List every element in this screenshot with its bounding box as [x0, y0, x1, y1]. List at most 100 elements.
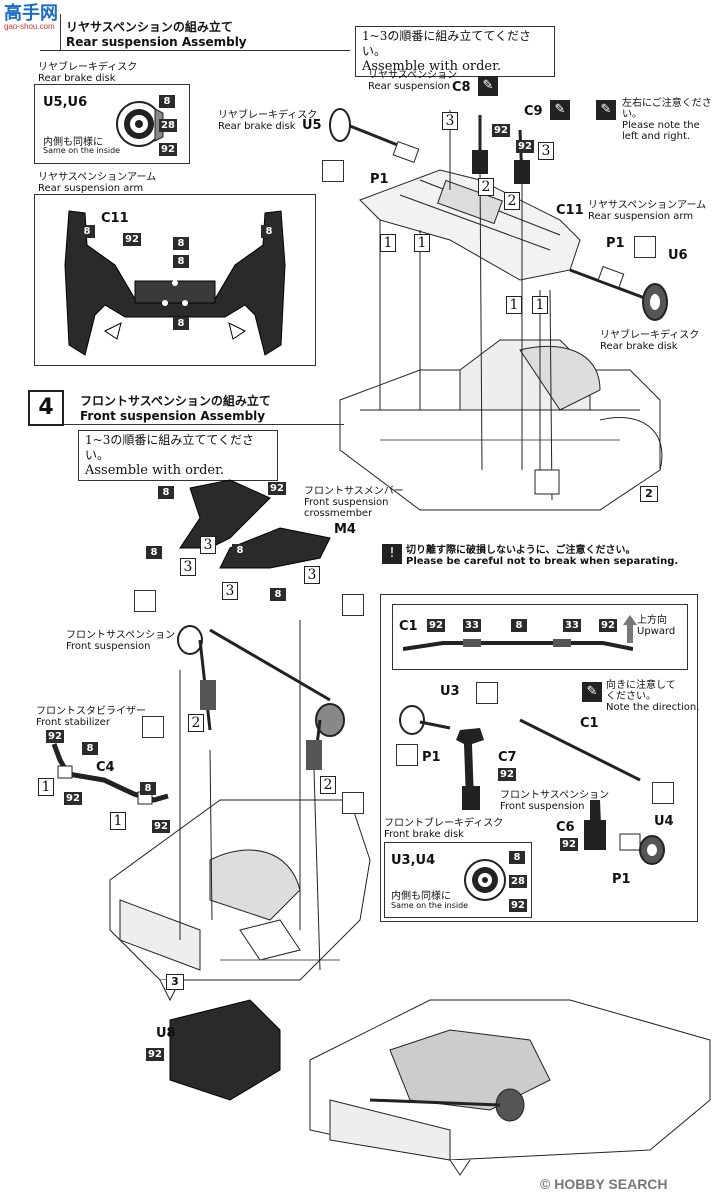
rear-disk-parts: U5,U6	[43, 95, 88, 110]
badge-8: 8	[140, 782, 156, 795]
front-disk-parts: U3,U4	[391, 853, 436, 868]
arm-callout-en: Rear suspension arm	[588, 211, 694, 222]
badge-92: 92	[64, 792, 82, 805]
step4-header-rule	[64, 424, 344, 425]
front-susp2-en: Front suspension	[500, 801, 585, 812]
up-arrow-shaft	[627, 625, 633, 643]
watermark-logo: 高手网 gao-shou.com	[4, 4, 58, 31]
badge-92: 92	[146, 1048, 164, 1061]
step4-title-jp: フロントサスペンションの組み立て	[80, 394, 271, 408]
badge-8: 8	[82, 742, 98, 755]
rear-disk-callout: リヤブレーキディスク Rear brake disk	[600, 330, 699, 352]
c1-badge-92b: 92	[599, 619, 617, 632]
no-glue-icon	[322, 160, 344, 182]
front-disk-badge-28: 28	[509, 875, 527, 888]
step4-order-note: 1~3の順番に組み立ててください。 Assemble with order.	[78, 430, 278, 481]
part-c8: C8	[452, 80, 471, 95]
hobby-search-watermark: © HOBBY SEARCH	[540, 1176, 668, 1192]
part-c6: C6	[556, 820, 575, 835]
careful-en: Please be careful not to break when sepa…	[406, 556, 679, 567]
ref-step-2: 2	[640, 486, 658, 502]
stabilizer-label: フロントスタビライザー Front stabilizer	[36, 706, 146, 728]
crossmember-jp: フロントサスメンバー	[304, 486, 404, 497]
caution-jp: 左右にご注意ください。	[622, 98, 712, 120]
front-disk-inside-jp: 内側も同様に	[391, 891, 451, 902]
front-disk-drawing	[464, 859, 506, 901]
rear-arm-drawing	[64, 210, 286, 356]
rear-arm-callout: リヤサスペンションアーム Rear suspension arm	[588, 200, 706, 222]
rear-arm-badge-c: 8	[173, 237, 189, 250]
front-disk-label: フロントブレーキディスク Front brake disk	[384, 818, 503, 840]
front-susp2-jp: フロントサスペンション	[500, 790, 610, 801]
rear-disk-badge-92: 92	[159, 143, 177, 156]
no-glue-icon	[396, 744, 418, 766]
rear-arm-label-jp: リヤサスペンションアーム	[38, 172, 157, 183]
step3-order-jp: 1~3の順番に組み立ててください。	[362, 29, 531, 58]
badge-92: 92	[492, 124, 510, 137]
brand-name: HOBBY SEARCH	[554, 1176, 668, 1192]
final-assembly-drawing	[169, 999, 711, 1176]
rear-arm-badge-a: 8	[79, 225, 95, 238]
no-glue-icon	[634, 236, 656, 258]
part-c9: C9	[524, 104, 543, 119]
part-u5: U5	[302, 118, 322, 133]
front-disk-en: Front brake disk	[384, 829, 464, 840]
rear-disk-badge-8: 8	[159, 95, 175, 108]
direction-en: Note the direction.	[606, 702, 700, 713]
part-m4: M4	[334, 522, 356, 537]
front-disk-badge-92: 92	[509, 899, 527, 912]
order-1: 1	[506, 296, 522, 314]
rear-susp-label: リヤサスペンション Rear suspension	[368, 70, 457, 92]
rear-arm-label-en: Rear suspension arm	[38, 183, 144, 194]
order-3: 3	[222, 582, 238, 600]
no-glue-icon	[476, 682, 498, 704]
watermark-logo-text: 高手网	[4, 3, 58, 23]
c1-badge-33b: 33	[563, 619, 581, 632]
crossmember-label: フロントサスメンバー Front suspension crossmember	[304, 486, 404, 519]
copyright-mark: ©	[540, 1176, 551, 1192]
rear-arm-label: リヤサスペンションアーム Rear suspension arm	[38, 172, 156, 194]
c1-badge-8: 8	[511, 619, 527, 632]
careful-jp: 切り離す際に破損しないように、ご注意ください。	[406, 545, 636, 556]
stabilizer-en: Front stabilizer	[36, 717, 110, 728]
caution-glue-icon: ✎	[596, 100, 616, 120]
careful-note: 切り離す際に破損しないように、ご注意ください。 Please be carefu…	[406, 545, 678, 567]
front-disk-box: U3,U4 内側も同様に Same on the inside 8 28 92	[384, 842, 532, 918]
part-p1: P1	[422, 750, 441, 765]
rear-disk-label-en: Rear brake disk	[38, 73, 116, 84]
stabilizer-drawing	[51, 743, 169, 805]
badge-92: 92	[560, 838, 578, 851]
rear-disk-label-jp: リヤブレーキディスク	[38, 62, 138, 73]
left-right-caution: 左右にご注意ください。 Please note the left and rig…	[622, 98, 728, 142]
ref-step-3: 3	[166, 974, 184, 990]
part-u3: U3	[440, 684, 460, 699]
front-disk-inside-en: Same on the inside	[391, 901, 469, 910]
part-u4: U4	[654, 814, 674, 829]
badge-8: 8	[158, 486, 174, 499]
badge-8: 8	[146, 546, 162, 559]
c1-badge-92: 92	[427, 619, 445, 632]
rear-arm-badge-f: 8	[173, 317, 189, 330]
order-2: 2	[504, 192, 520, 210]
front-detail-drawing	[399, 705, 665, 865]
watermark-url: gao-shou.com	[4, 22, 55, 31]
rear-disk2-jp: リヤブレーキディスク	[218, 110, 318, 121]
step4-title-en: Front suspension Assembly	[80, 409, 266, 423]
step3-order-en: Assemble with order.	[362, 59, 502, 74]
badge-92: 92	[268, 482, 286, 495]
no-glue-icon	[652, 782, 674, 804]
step4-number: 4	[28, 390, 64, 426]
step3-header-rule	[40, 50, 350, 51]
rear-disk-badge-28: 28	[159, 119, 177, 132]
up-en: Upward	[637, 626, 676, 637]
order-3: 3	[180, 558, 196, 576]
c1-rod-drawing	[403, 639, 633, 651]
rear-disk-box: U5,U6 内側も同様に Same on the inside 8 28 92	[34, 84, 190, 164]
order-2: 2	[478, 178, 494, 196]
part-c7: C7	[498, 750, 517, 765]
caution-en2: left and right.	[622, 131, 691, 142]
no-glue-icon	[142, 716, 164, 738]
part-c11: C11	[556, 203, 584, 218]
rear-arm-badge-e: 8	[173, 255, 189, 268]
step3-title-jp: リヤサスペンションの組み立て	[66, 20, 233, 34]
